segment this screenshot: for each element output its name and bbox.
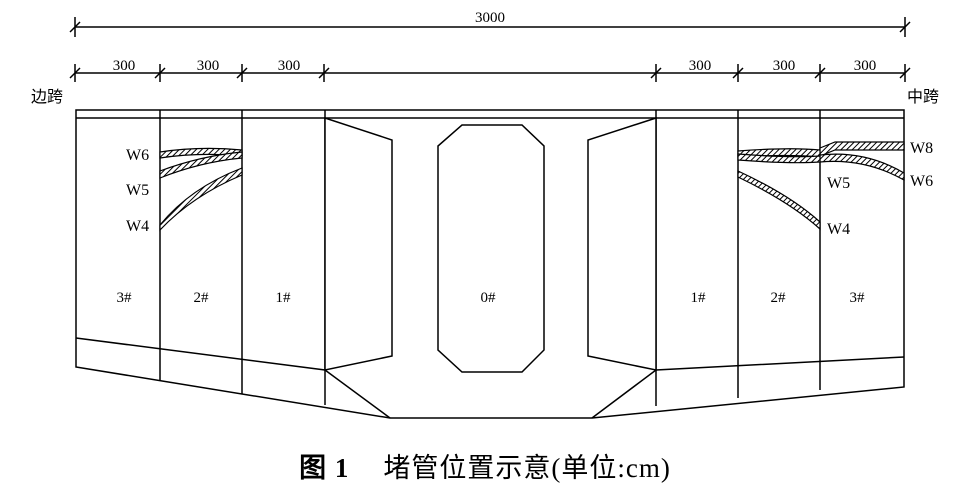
tendon-label-left-w5: W5 xyxy=(126,182,149,199)
dim-left-1: 300 xyxy=(278,58,301,74)
segment-label-left-1: 1# xyxy=(276,290,292,306)
segment-label-left-3: 3# xyxy=(117,290,133,306)
dim-right-3: 300 xyxy=(854,58,877,74)
total-dimension-label: 3000 xyxy=(475,10,505,26)
dim-left-3: 300 xyxy=(113,58,136,74)
tendon-left-w4 xyxy=(159,167,243,232)
web-opening-center xyxy=(437,124,545,373)
side-label-left: 边跨 xyxy=(31,88,63,106)
tendon-label-left-w4: W4 xyxy=(126,218,149,235)
tendon-shapes xyxy=(159,141,905,232)
tendon-label-right-w8: W8 xyxy=(910,140,933,157)
web-openings xyxy=(324,116,657,373)
segment-dimension xyxy=(69,64,911,82)
tendon-label-left-w6: W6 xyxy=(126,147,149,164)
segment-label-center-0: 0# xyxy=(481,290,497,306)
figure-number: 图 1 xyxy=(299,453,350,483)
tendon-label-right-w6: W6 xyxy=(910,173,933,190)
segment-label-left-2: 2# xyxy=(194,290,210,306)
tendon-label-right-w4: W4 xyxy=(827,221,850,238)
tendon-right-w4 xyxy=(737,170,821,231)
dim-right-1: 300 xyxy=(689,58,712,74)
segment-label-right-2: 2# xyxy=(771,290,787,306)
segment-label-right-1: 1# xyxy=(691,290,707,306)
segment-label-right-3: 3# xyxy=(850,290,866,306)
dim-left-2: 300 xyxy=(197,58,220,74)
figure-caption-text: 堵管位置示意(单位:cm) xyxy=(383,453,671,483)
web-opening-right xyxy=(587,116,657,371)
tendon-label-right-w5: W5 xyxy=(827,175,850,192)
figure-caption: 图 1 堵管位置示意(单位:cm) xyxy=(0,446,970,485)
tendon-right-w6b xyxy=(737,153,821,164)
tendon-right-w6 xyxy=(819,153,905,182)
dim-right-2: 300 xyxy=(773,58,796,74)
web-opening-left xyxy=(324,116,393,371)
side-label-right: 中跨 xyxy=(907,88,939,106)
total-dimension xyxy=(69,17,911,37)
tendon-left-w5 xyxy=(159,151,243,179)
